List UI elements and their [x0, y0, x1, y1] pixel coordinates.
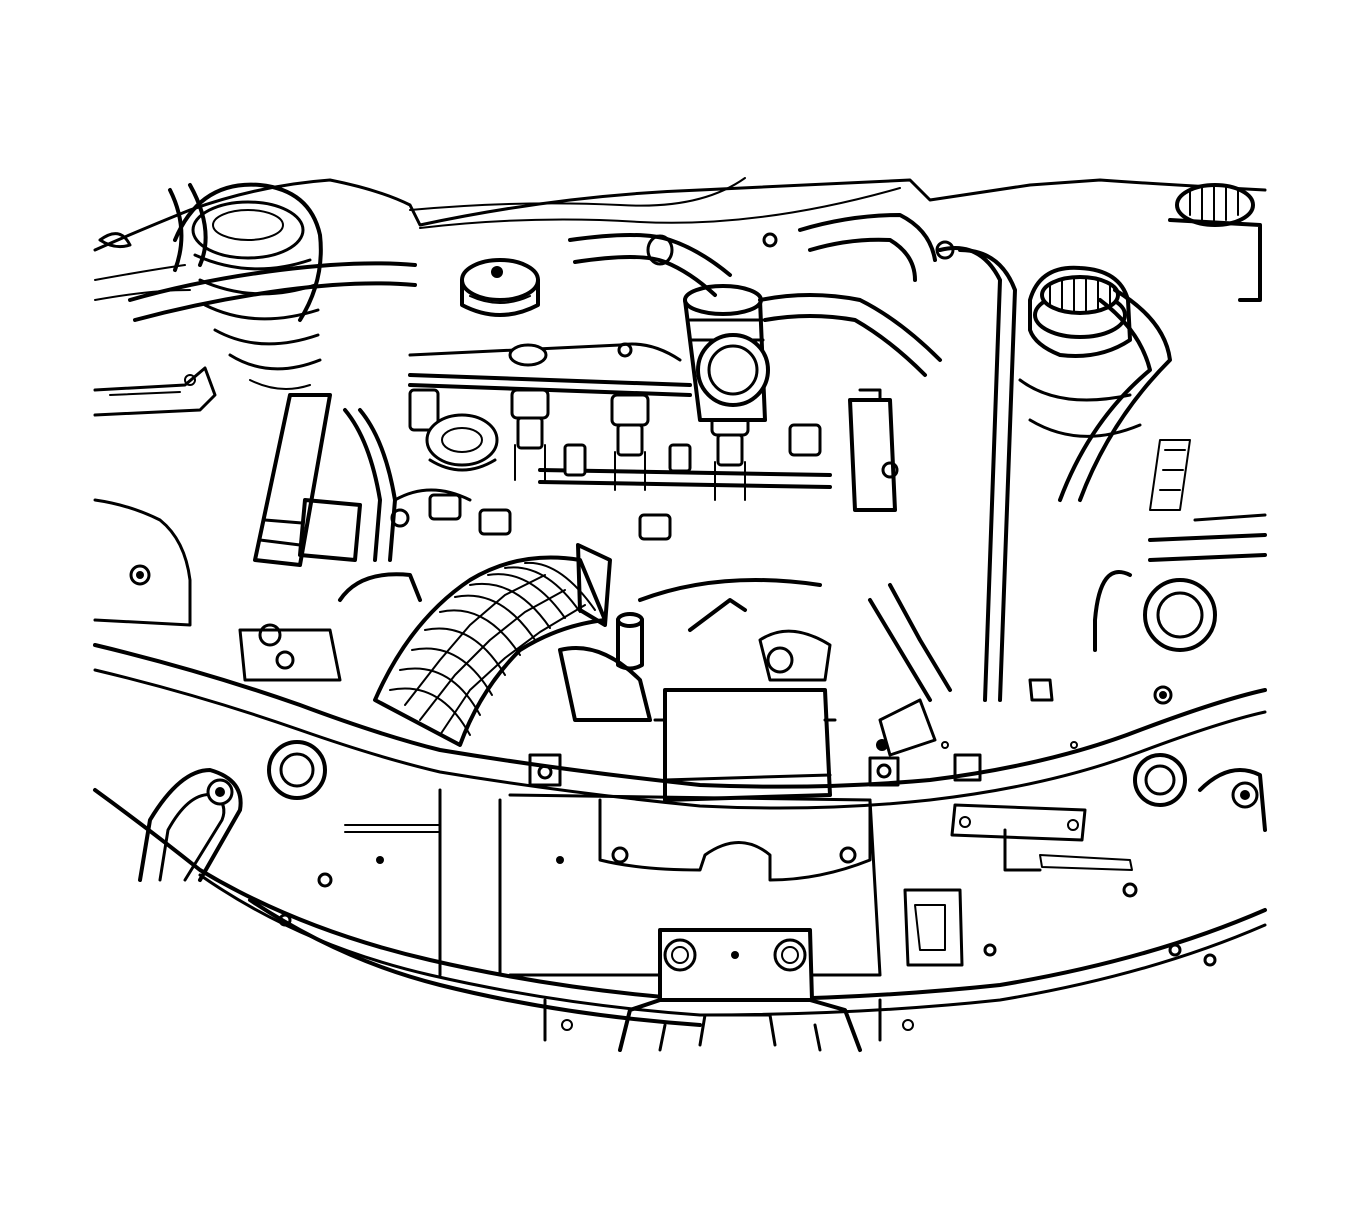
injector-1 [408, 388, 499, 472]
hoses [568, 213, 942, 377]
throttle-body [683, 284, 770, 422]
air-intake-duct [373, 543, 612, 747]
bumper-mount [543, 928, 914, 1052]
misc-details [390, 232, 1267, 749]
center-components [558, 578, 952, 757]
radiator-support [93, 643, 1267, 1027]
oil-filler-cap [460, 258, 540, 317]
cowl-and-firewall [93, 177, 1267, 301]
brake-fluid-reservoir [1168, 183, 1262, 302]
injector-2 [508, 343, 550, 481]
washer-fluid-reservoir [1093, 570, 1217, 705]
washer-fluid-cap [1143, 578, 1217, 652]
injector-connector-3 [638, 513, 672, 541]
left-engine-parts [238, 393, 472, 682]
injector-connector-2 [478, 508, 512, 536]
strut-tower-left [98, 182, 417, 390]
right-hoses [938, 246, 1267, 702]
injector-connector-4 [788, 423, 822, 457]
left-fender-bracket [93, 366, 217, 627]
injector-connector-1 [428, 493, 462, 521]
fuel-injectors [408, 343, 822, 541]
injector-3 [610, 393, 650, 491]
fuse-box [653, 688, 837, 802]
